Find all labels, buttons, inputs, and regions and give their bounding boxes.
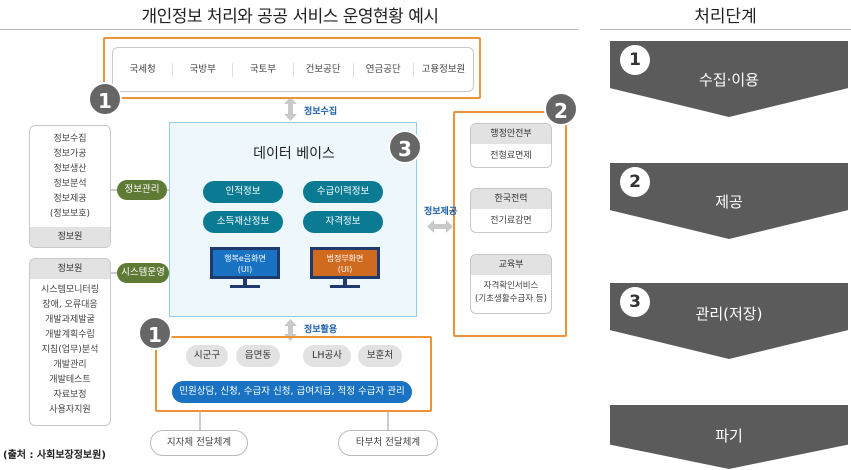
stage-badge-collect-bottom: 1 (138, 316, 172, 350)
collection-sources-box (103, 37, 481, 99)
monitor-icon-happy-e-eum: 행복e음화면 (UI) (210, 247, 280, 288)
info-task: 정보가공 (53, 149, 87, 159)
agency-item: 국세청 (113, 62, 174, 77)
stage-label: 제공 (715, 193, 743, 211)
screen-happy-e-eum: 행복e음화면 (UI) (210, 247, 280, 279)
source-note: (출처 : 사회보장정보원) (3, 450, 106, 461)
title-divider (0, 29, 578, 30)
agency-list: 국세청 국방부 국토부 건보공단 연금공단 고용정보원 (112, 47, 474, 92)
info-panel-footer: 정보원 (30, 227, 110, 247)
agency-item: 연금공단 (354, 62, 414, 77)
stage-badge-collect-top: 1 (88, 82, 122, 116)
agency-item: 고용정보원 (421, 63, 466, 75)
system-task: 개발테스트 (49, 375, 91, 385)
stage-label: 수집·이용 (699, 71, 759, 89)
system-ui: (UI) (237, 265, 253, 274)
steps-title: 처리단계 (694, 7, 757, 27)
flow-label-use: 정보활용 (304, 325, 338, 335)
stage-badge-manage: 3 (388, 130, 422, 164)
db-item-eligibility: 자격정보 (303, 211, 383, 233)
card-body: 전형료면제 (490, 151, 532, 161)
stage-number: 3 (620, 287, 650, 317)
card-body-line: 자격확인서비스 (483, 281, 539, 291)
card-header: 한국전력 (471, 189, 551, 209)
card-body: 자격확인서비스 (기초생활수급자 등) (471, 275, 551, 306)
db-item-benefit-history: 수급이력정보 (303, 181, 383, 203)
card-header: 교육부 (471, 255, 551, 275)
target-card-kepco: 한국전력 전기료감면 (470, 188, 552, 233)
system-name: 범정부화면 (326, 254, 364, 263)
office-lh: LH공사 (303, 345, 351, 367)
db-item-income-assets: 소득재산정보 (203, 211, 283, 233)
info-task: 정보제공 (53, 194, 87, 204)
flow-label-collect: 정보수집 (304, 107, 338, 117)
flow-label-provide: 정보제공 (424, 207, 458, 217)
stage-number: 1 (620, 45, 650, 75)
provision-targets-box (453, 111, 567, 337)
database-title: 데이터 베이스 (253, 146, 335, 162)
monitor-icon-gov-wide: 범정부화면 (UI) (310, 247, 380, 288)
channel-local-gov: 지자체 전달체계 (150, 430, 248, 456)
agency-item: 국토부 (233, 62, 294, 77)
stage-number: 2 (620, 167, 650, 197)
office-mpva: 보훈처 (358, 345, 402, 367)
steps-divider (600, 29, 851, 30)
system-task: 자료보정 (53, 390, 87, 400)
office-eupmyeondong: 읍면동 (236, 345, 280, 367)
system-tasks-panel: 정보원 시스템모니터링 장애, 오류대응 개발과제발굴 개발계획수립 지침(업무… (29, 258, 111, 426)
database-box: 데이터 베이스 인적정보 수급이력정보 소득재산정보 자격정보 행복e음화면 (… (169, 122, 417, 317)
stage-badge-provide: 2 (544, 92, 578, 126)
info-manage-label: 정보관리 (117, 180, 167, 200)
card-body-line: (기초생활수급자 등) (475, 294, 547, 304)
system-task: 개발관리 (53, 360, 87, 370)
stage-label: 관리(저장) (695, 305, 763, 323)
usage-box (155, 336, 432, 412)
system-task: 개발계획수립 (45, 330, 95, 340)
screen-gov-wide: 범정부화면 (UI) (310, 247, 380, 279)
info-tasks-panel: 정보수집 정보가공 정보생산 정보분석 정보제공 (정보보호) 정보원 (29, 125, 111, 248)
system-ui: (UI) (337, 265, 353, 274)
system-task: 시스템모니터링 (41, 285, 99, 295)
system-task: 사용자지원 (49, 405, 91, 415)
system-operate-label: 시스템운영 (117, 263, 169, 283)
card-header: 행정안전부 (471, 124, 551, 144)
agency-item: 국방부 (173, 62, 234, 77)
target-card-mois: 행정안전부 전형료면제 (470, 123, 552, 168)
agency-item: 건보공단 (294, 62, 354, 77)
db-item-personal: 인적정보 (203, 181, 283, 203)
system-name: 행복e음화면 (224, 254, 266, 263)
info-task: 정보분석 (53, 179, 87, 189)
diagram-title: 개인정보 처리와 공공 서비스 운영현황 예시 (141, 7, 439, 27)
channel-other-ministry: 타부처 전달체계 (338, 430, 438, 456)
system-task: 지침(업무)분석 (41, 345, 99, 355)
system-task: 개발과제발굴 (45, 315, 95, 325)
card-body: 전기료감면 (490, 216, 532, 226)
office-sigungu: 시군구 (186, 345, 228, 367)
stage-label: 파기 (715, 427, 743, 445)
info-task: 정보수집 (53, 134, 87, 144)
service-description: 민원상담, 신청, 수급자 신청, 급여지급, 적정 수급자 관리 (172, 381, 412, 403)
target-card-moe: 교육부 자격확인서비스 (기초생활수급자 등) (470, 254, 552, 314)
info-task: (정보보호) (49, 209, 91, 219)
system-task: 장애, 오류대응 (42, 300, 98, 310)
info-task: 정보생산 (53, 164, 87, 174)
system-panel-header: 정보원 (30, 259, 110, 279)
